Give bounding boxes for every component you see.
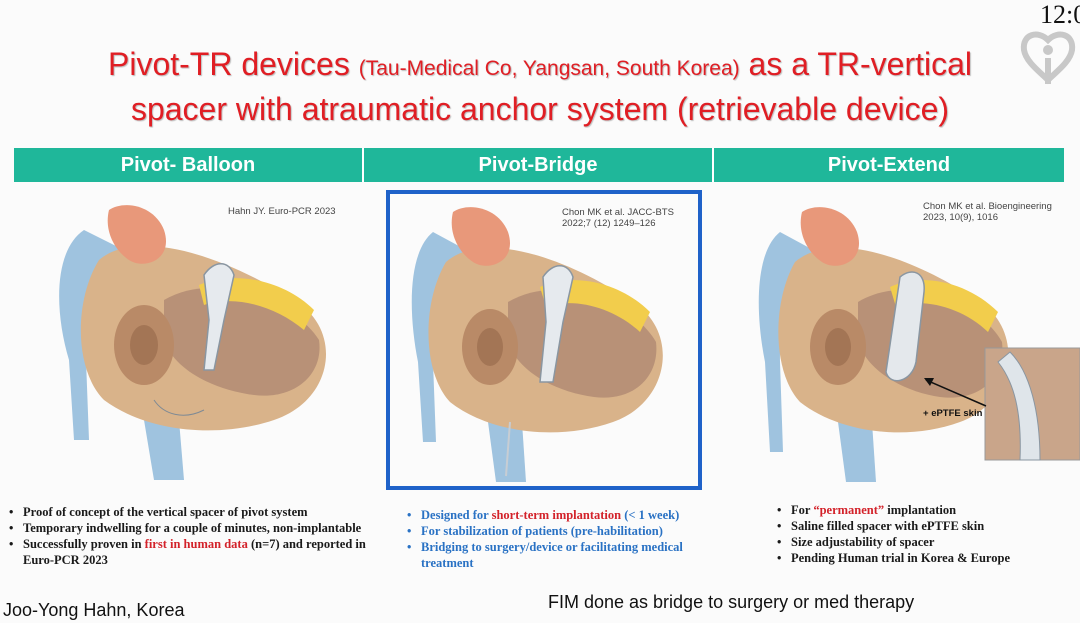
list-item: Designed for short-term implantation (< …	[406, 507, 726, 523]
bullets-balloon: Proof of concept of the vertical spacer …	[8, 504, 370, 568]
list-item: Bridging to surgery/device or facilitati…	[406, 539, 726, 571]
bullet-highlight: first in human data	[144, 537, 248, 551]
heart-illustration-bridge	[411, 207, 663, 482]
bullet-text: For	[791, 503, 814, 517]
header-pivot-balloon: Pivot- Balloon	[14, 148, 364, 182]
bullet-text: implantation	[884, 503, 957, 517]
list-item: Successfully proven in first in human da…	[8, 536, 370, 568]
reference-line: Chon MK et al. Bioengineering	[923, 201, 1052, 212]
header-pivot-bridge: Pivot-Bridge	[364, 148, 714, 182]
title-line2: spacer with atraumatic anchor system (re…	[130, 91, 950, 127]
title-part1: Pivot-TR devices	[107, 46, 359, 82]
reference-balloon: Hahn JY. Euro-PCR 2023	[228, 206, 336, 217]
eptfe-label-text: ePTFE skin	[931, 408, 983, 419]
list-item: For “permanent” implantation	[776, 502, 1076, 518]
bullet-highlight: “permanent”	[813, 503, 885, 517]
bullet-highlight: short-term implantation	[491, 508, 622, 522]
eptfe-label: + ePTFE skin	[923, 408, 983, 419]
title-part3: as a TR-vertical	[739, 46, 973, 82]
list-item: Pending Human trial in Korea & Europe	[776, 550, 1076, 566]
bullet-text: Successfully proven in	[23, 537, 145, 551]
reference-line: Hahn JY. Euro-PCR 2023	[228, 206, 336, 217]
selected-panel-frame	[386, 190, 702, 490]
list-item: For stabilization of patients (pre-habil…	[406, 523, 726, 539]
bullet-text: Designed for	[421, 508, 492, 522]
reference-extend: Chon MK et al. Bioengineering 2023, 10(9…	[923, 201, 1052, 223]
list-item: Saline filled spacer with ePTFE skin	[776, 518, 1076, 534]
reference-bridge: Chon MK et al. JACC-BTS 2022;7 (12) 1249…	[562, 207, 674, 229]
list-item: Proof of concept of the vertical spacer …	[8, 504, 370, 520]
caption-text: FIM done as bridge to surgery or med the…	[548, 592, 915, 612]
list-item: Temporary indwelling for a couple of min…	[8, 520, 370, 536]
title-company: (Tau-Medical Co, Yangsan, South Korea)	[358, 57, 740, 80]
bullet-text: (< 1 week)	[621, 508, 680, 522]
reference-line: 2023, 10(9), 1016	[923, 212, 999, 223]
bullets-extend: For “permanent” implantation Saline fill…	[776, 502, 1076, 566]
heart-illustration-balloon	[59, 205, 327, 480]
speaker-name: Joo-Yong Hahn, Korea	[3, 600, 185, 620]
logo-icon	[1020, 31, 1076, 85]
bullets-bridge: Designed for short-term implantation (< …	[406, 507, 726, 571]
list-item: Size adjustability of spacer	[776, 534, 1076, 550]
heart-illustration-extend	[758, 207, 1080, 482]
slide-title: Pivot-TR devices (Tau-Medical Co, Yangsa…	[60, 44, 1020, 129]
clock: 12:0	[1040, 0, 1080, 29]
column-headers: Pivot- Balloon Pivot-Bridge Pivot-Extend	[14, 148, 1064, 182]
header-pivot-extend: Pivot-Extend	[714, 148, 1064, 182]
bullet-text: (n=7) and reported in Euro-PCR 2023	[23, 537, 366, 567]
reference-line: Chon MK et al. JACC-BTS	[562, 207, 674, 218]
reference-line: 2022;7 (12) 1249–126	[562, 218, 656, 229]
